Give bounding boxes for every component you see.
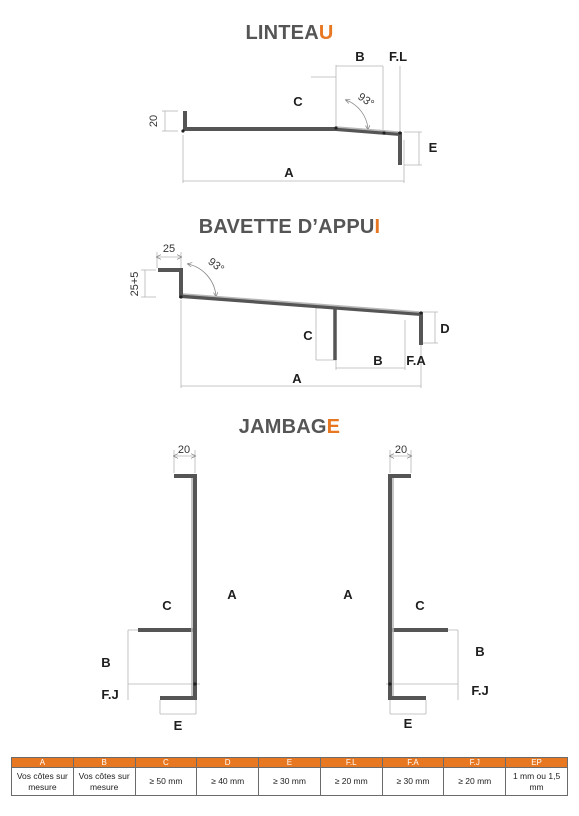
jambage-left-diagram: 20 A B C E F.J: [101, 444, 237, 733]
linteau-title: LINTEAU: [245, 22, 334, 44]
spec-value-c: ≥ 50 mm: [134, 767, 198, 796]
spec-table: A B C D E F.L F.A F.J EP Vos côtes sur m…: [11, 757, 568, 796]
bavette-label-d: D: [440, 321, 449, 336]
spec-header-d: D: [196, 757, 260, 768]
jambage-left-label-b: B: [101, 655, 110, 670]
jambage-left-dim-20: 20: [178, 444, 190, 456]
spec-table-header-row: A B C D E F.L F.A F.J EP: [11, 757, 568, 768]
linteau-label-a: A: [284, 165, 294, 180]
linteau-label-b: B: [355, 49, 364, 64]
linteau-label-c: C: [293, 94, 303, 109]
spec-header-e: E: [258, 757, 321, 768]
jambage-left-label-a: A: [227, 587, 237, 602]
linteau-angle: 93°: [355, 91, 376, 110]
spec-header-c: C: [134, 757, 198, 768]
jambage-right-label-e: E: [404, 716, 413, 731]
bavette-dim-25-5: 25+5: [129, 272, 141, 297]
spec-value-fl: ≥ 20 mm: [319, 767, 383, 796]
jambage-title: JAMBAGE: [238, 416, 341, 438]
spec-header-fl: F.L: [319, 757, 383, 768]
jambage-right-label-fj: F.J: [471, 683, 488, 698]
spec-value-a: Vos côtes sur mesure: [11, 767, 74, 796]
spec-header-b: B: [72, 757, 136, 768]
bavette-label-fa: F.A: [406, 353, 426, 368]
spec-header-ep: EP: [505, 757, 568, 768]
bavette-label-c: C: [303, 328, 313, 343]
bavette-label-b: B: [373, 353, 382, 368]
spec-value-d: ≥ 40 mm: [196, 767, 260, 796]
spec-value-fa: ≥ 30 mm: [381, 767, 445, 796]
spec-header-fj: F.J: [443, 757, 507, 768]
bavette-dim-25: 25: [163, 243, 175, 255]
jambage-right-diagram: 20 A B C E F.J: [343, 444, 488, 731]
spec-value-ep: 1 mm ou 1,5 mm: [505, 767, 568, 796]
spec-header-fa: F.A: [381, 757, 445, 768]
jambage-left-label-e: E: [174, 718, 183, 733]
linteau-diagram: 20 93° A B C E F.L: [148, 49, 438, 183]
spec-value-fj: ≥ 20 mm: [443, 767, 507, 796]
bavette-title: BAVETTE D’APPUI: [198, 216, 381, 238]
jambage-right-label-b: B: [475, 644, 484, 659]
bavette-diagram: 25 25+5 93° A B C D F.A: [129, 243, 450, 388]
jambage-right-label-c: C: [415, 598, 425, 613]
profiles-drawing: 20 93° A B C E F.L 25: [101, 49, 488, 733]
jambage-right-dim-20: 20: [395, 444, 407, 456]
linteau-label-fl: F.L: [389, 49, 407, 64]
jambage-left-label-fj: F.J: [101, 687, 118, 702]
bavette-label-a: A: [292, 371, 302, 386]
spec-value-b: Vos côtes sur mesure: [72, 767, 136, 796]
jambage-right-label-a: A: [343, 587, 353, 602]
spec-value-e: ≥ 30 mm: [258, 767, 321, 796]
jambage-left-label-c: C: [162, 598, 172, 613]
bavette-angle: 93°: [206, 256, 227, 276]
spec-table-value-row: Vos côtes sur mesure Vos côtes sur mesur…: [11, 767, 568, 796]
linteau-dim-20: 20: [148, 115, 160, 127]
linteau-label-e: E: [429, 140, 438, 155]
spec-header-a: A: [11, 757, 74, 768]
